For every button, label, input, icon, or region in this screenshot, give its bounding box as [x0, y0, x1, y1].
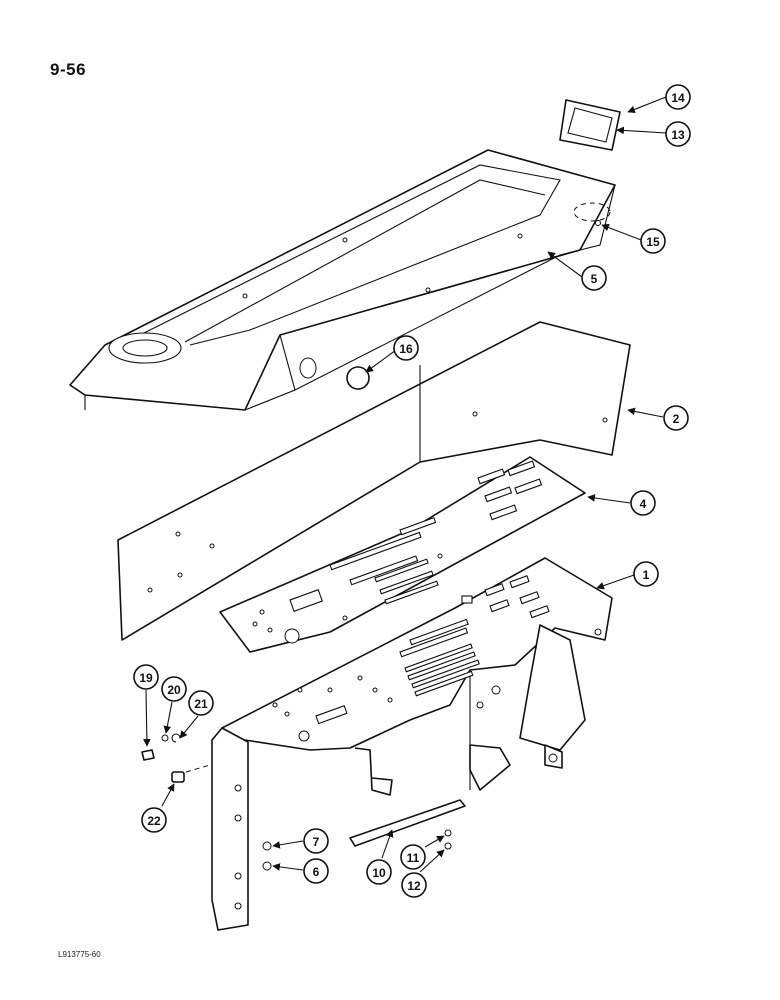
side-panel-part — [117, 321, 631, 641]
bracket-part — [211, 557, 613, 931]
callout-2: 2 — [663, 405, 689, 431]
plug-part — [346, 366, 370, 390]
figure-code: L913775-60 — [58, 950, 101, 959]
nut-part — [262, 841, 272, 851]
washer-part — [161, 734, 169, 742]
svg-text:1: 1 — [643, 568, 650, 582]
svg-text:15: 15 — [646, 235, 660, 249]
leader-lines — [143, 96, 667, 873]
washer-part-6 — [262, 861, 272, 871]
washer-part-12 — [444, 842, 452, 850]
strip-part — [349, 799, 466, 847]
grommet-outline — [573, 202, 611, 222]
callout-7: 7 — [303, 828, 329, 854]
callout-5: 5 — [581, 265, 607, 291]
callout-13: 13 — [665, 121, 691, 147]
svg-text:21: 21 — [194, 697, 208, 711]
callout-11: 11 — [400, 844, 426, 870]
svg-text:14: 14 — [671, 91, 685, 105]
callout-19: 19 — [133, 664, 159, 690]
hardware-parts — [141, 733, 452, 871]
svg-text:19: 19 — [139, 671, 153, 685]
plate-part — [219, 456, 586, 653]
nut-part-11 — [444, 829, 452, 837]
page-number: 9-56 — [50, 60, 87, 79]
svg-text:5: 5 — [591, 272, 598, 286]
svg-text:7: 7 — [313, 835, 320, 849]
svg-text:16: 16 — [399, 342, 413, 356]
svg-text:10: 10 — [372, 866, 386, 880]
callout-10: 10 — [366, 859, 392, 885]
clip-part — [171, 771, 185, 783]
bolt-part — [141, 749, 155, 761]
callout-4: 4 — [630, 490, 656, 516]
svg-text:2: 2 — [673, 412, 680, 426]
screw-part — [595, 220, 601, 226]
svg-text:4: 4 — [640, 497, 647, 511]
lock-washer-part — [171, 733, 181, 743]
callout-22: 22 — [141, 807, 167, 833]
callout-16: 16 — [393, 335, 419, 361]
bezel-part — [559, 99, 621, 151]
svg-text:11: 11 — [407, 851, 420, 865]
svg-text:12: 12 — [407, 879, 421, 893]
callout-12: 12 — [401, 872, 427, 898]
console-cover-part — [69, 149, 616, 411]
callout-15: 15 — [640, 228, 666, 254]
callout-1: 1 — [633, 561, 659, 587]
callout-21: 21 — [188, 690, 214, 716]
svg-text:20: 20 — [167, 683, 181, 697]
svg-text:22: 22 — [147, 814, 161, 828]
svg-text:13: 13 — [671, 128, 685, 142]
callout-14: 14 — [665, 84, 691, 110]
callout-6: 6 — [303, 858, 329, 884]
svg-text:6: 6 — [313, 865, 320, 879]
callout-20: 20 — [161, 676, 187, 702]
